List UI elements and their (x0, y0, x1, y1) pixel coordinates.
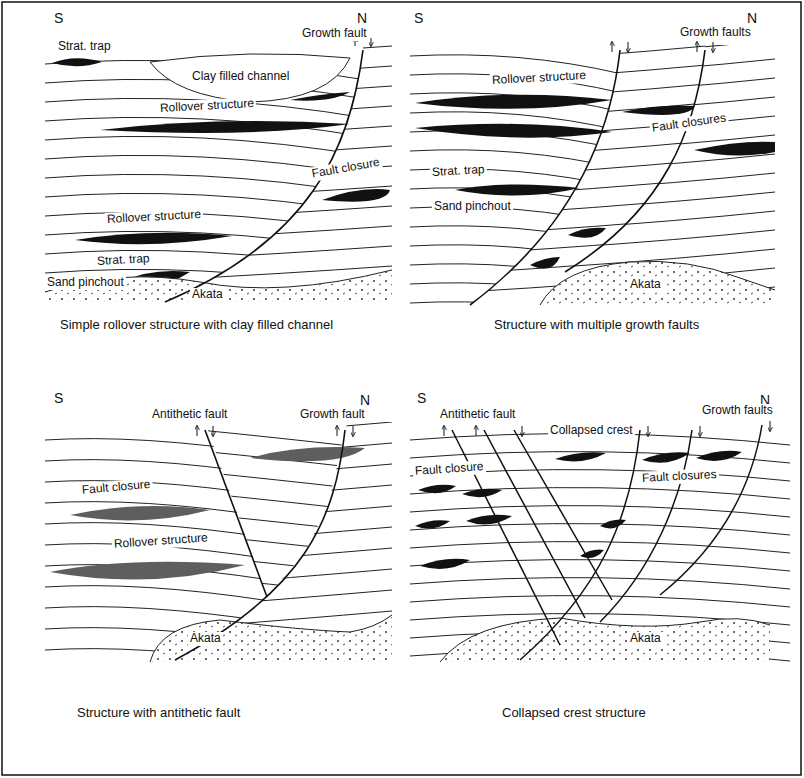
fault-label: Antithetic fault (150, 408, 229, 422)
compass-letter: S (415, 390, 428, 406)
stratum-line (45, 460, 270, 475)
compass-letter: N (355, 10, 369, 26)
akata-shale (440, 618, 770, 662)
fault-arrows (197, 426, 353, 436)
trap-label: Strat. trap (56, 40, 113, 54)
compass-letter: S (52, 10, 65, 26)
stratum-line (465, 46, 706, 64)
stratum-line (410, 55, 622, 74)
growth-fault (470, 50, 620, 305)
fault-label: Antithetic fault (438, 408, 517, 422)
stratum-line (170, 590, 392, 608)
formation-label: Akata (628, 632, 663, 646)
trap-label: Strat. trap (95, 252, 152, 269)
stratum-line (45, 481, 270, 496)
reservoirs (52, 58, 390, 285)
akata-shale (540, 261, 775, 305)
growth-faults (520, 425, 762, 660)
panel-caption: Collapsed crest structure (500, 706, 648, 721)
stratum-line (410, 506, 790, 517)
fault-label: Collapsed crest (548, 424, 635, 438)
stratum-line (200, 598, 350, 614)
compass-letter: S (412, 10, 425, 26)
stratum-line (560, 59, 775, 77)
stratum-line (160, 246, 392, 260)
panel-collapsed-crest (415, 421, 770, 662)
stratum-line (45, 193, 366, 213)
stratum-line (560, 173, 775, 191)
panel-antithetic (50, 426, 392, 662)
akata-top (540, 261, 775, 305)
trap-label: Fault closure (309, 155, 383, 181)
formation-label: Akata (190, 288, 225, 302)
channel-label: Clay filled channel (190, 70, 291, 84)
compass-letter: N (745, 10, 759, 26)
stratum-line (45, 117, 366, 137)
panel-caption: Structure with multiple growth faults (492, 318, 701, 333)
formation-label: Akata (628, 278, 663, 292)
stratum-line (200, 577, 350, 593)
stratum-line (465, 236, 706, 254)
trap-label: Rollover structure (112, 531, 211, 552)
trap-label: Rollover structure (158, 97, 257, 116)
trap-label: Fault closures (640, 468, 719, 486)
stratum-line (45, 586, 270, 601)
trap-label: Sand pinchout (432, 200, 513, 214)
strata-block (410, 434, 790, 661)
panel-rollover (45, 38, 392, 302)
stratum-line (45, 136, 366, 156)
trap-label: Rollover structure (105, 208, 204, 227)
trap-label: Rollover structure (490, 69, 589, 88)
formation-label: Akata (188, 632, 223, 646)
reservoirs (50, 447, 365, 579)
stratum-line (560, 78, 775, 96)
stratum-line (560, 192, 775, 210)
fault-label: Growth fault (298, 408, 367, 422)
compass-letter: N (358, 392, 372, 408)
stratum-line (170, 464, 392, 482)
stratum-line (200, 430, 350, 446)
stratum-line (410, 524, 790, 535)
fault-label: Growth fault (300, 27, 369, 41)
stratum-line (200, 472, 350, 488)
stratum-line (45, 231, 366, 251)
stratum-line (170, 422, 392, 440)
stratum-line (410, 488, 790, 499)
akata-shale (150, 615, 392, 662)
stratum-line (45, 607, 270, 622)
stratum-line (410, 596, 790, 607)
stratum-line (170, 443, 392, 461)
growth-fault (565, 50, 705, 272)
panel-caption: Structure with antithetic fault (75, 706, 242, 721)
stratum-line (45, 250, 366, 270)
trap-label: Strat. trap (430, 163, 487, 180)
stratum-line (410, 226, 622, 245)
stratum-line (170, 485, 392, 503)
compass-letter: S (52, 390, 65, 406)
stratum-line (45, 439, 270, 454)
panel-caption: Simple rollover structure with clay fill… (58, 318, 335, 333)
stratum-line (200, 514, 350, 530)
antithetic-fault (205, 430, 267, 597)
reservoirs (415, 95, 775, 269)
clay-channel (150, 54, 350, 102)
stratum-line (200, 535, 350, 551)
stratum-line (170, 506, 392, 524)
stratum-line (465, 141, 706, 159)
stratum-line (45, 212, 366, 232)
stratum-line (560, 40, 775, 58)
stratum-line (560, 211, 775, 229)
strata-lines (45, 40, 790, 671)
akata-top (150, 615, 392, 662)
stratum-line (410, 93, 622, 112)
fault-arrows (612, 42, 713, 52)
akata-top (440, 618, 770, 662)
panel-multiple-faults (415, 42, 775, 305)
fault-label: Growth faults (678, 26, 753, 40)
stratum-line (160, 146, 392, 160)
trap-label: Sand pinchout (45, 276, 126, 290)
fault-label: Growth faults (700, 404, 775, 418)
